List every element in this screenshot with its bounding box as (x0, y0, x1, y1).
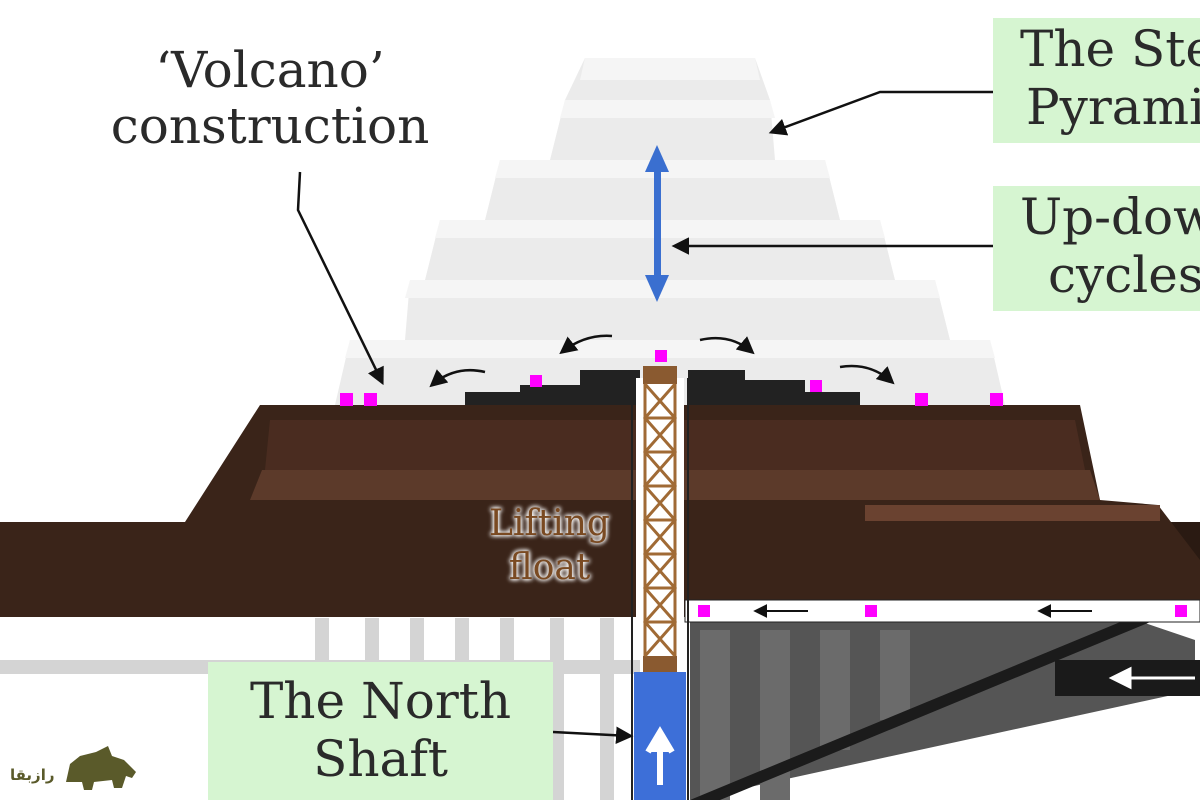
up-arrow-icon (645, 726, 675, 785)
lifting-label-line1: Lifting (489, 503, 610, 544)
step-pyramid-label-line2: Pyrami (1026, 78, 1200, 136)
volcano-construction-label: ‘Volcano’ construction (100, 42, 440, 154)
step-pyramid-label: The Ste Pyrami (1008, 20, 1200, 136)
pointer-lines (296, 90, 993, 745)
up-down-label-line1: Up-dow (1020, 188, 1200, 246)
north-shaft-label-line2: Shaft (313, 730, 448, 788)
watermark-text: رازبقا (10, 766, 55, 784)
up-down-label-bg (993, 186, 1200, 311)
stone-markers (340, 350, 1187, 617)
lifting-float-label: Lifting float (462, 502, 637, 590)
up-down-arrow-icon (645, 145, 669, 302)
step-pyramid-label-bg (993, 18, 1200, 143)
tunnel-arrow-icon (1108, 666, 1195, 690)
step-pyramid-label-line1: The Ste (1020, 20, 1200, 78)
conveyor-strip (684, 599, 1200, 623)
underground-chamber (690, 618, 1200, 800)
up-down-label: Up-dow cycles (1008, 188, 1200, 304)
volcano-label-line2: construction (110, 97, 430, 155)
rhino-icon (66, 746, 136, 790)
stepped-fill (465, 370, 860, 405)
lifting-label-line2: float (508, 547, 591, 588)
up-down-label-line2: cycles (1048, 246, 1200, 304)
flow-arrows (429, 334, 895, 388)
north-shaft-label: The North Shaft (208, 672, 553, 788)
volcano-label-line1: ‘Volcano’ (155, 41, 385, 99)
north-shaft-label-bg (208, 662, 553, 800)
lifting-float (631, 366, 689, 800)
north-shaft-label-line1: The North (249, 672, 512, 730)
